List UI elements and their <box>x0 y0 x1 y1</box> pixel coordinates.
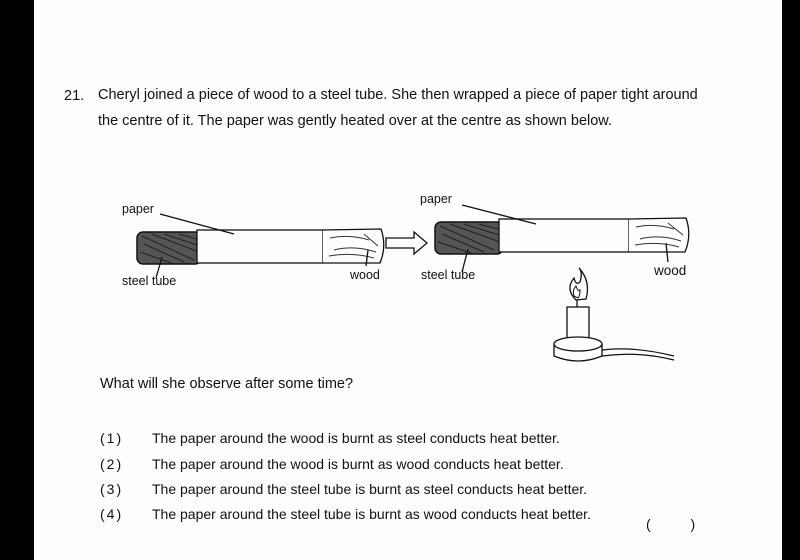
answer-bracket[interactable]: ( ) <box>646 516 714 532</box>
option-text: The paper around the steel tube is burnt… <box>152 506 591 522</box>
label-paper-right: paper <box>420 192 452 206</box>
worksheet-page: 21. Cheryl joined a piece of wood to a s… <box>34 0 782 560</box>
arrow-icon <box>385 230 429 256</box>
wood-left <box>322 228 385 264</box>
label-steel-tube-left: steel tube <box>122 274 177 288</box>
option-1: (1) The paper around the wood is burnt as… <box>100 430 560 446</box>
option-number: (2) <box>100 456 124 472</box>
option-number: (4) <box>100 506 124 522</box>
option-2: (2) The paper around the wood is burnt as… <box>100 456 564 472</box>
option-4: (4) The paper around the steel tube is bu… <box>100 506 591 522</box>
option-number: (1) <box>100 430 124 446</box>
experiment-diagram <box>136 204 690 362</box>
label-paper-left: paper <box>122 202 154 216</box>
label-steel-tube-right: steel tube <box>421 268 476 282</box>
candle-icon <box>553 267 675 362</box>
wood-right <box>628 217 690 253</box>
paper-wrap-right <box>498 218 630 253</box>
rod-right <box>434 217 690 255</box>
option-3: (3) The paper around the steel tube is bu… <box>100 481 587 497</box>
option-text: The paper around the wood is burnt as wo… <box>152 456 564 472</box>
question-prompt: What will she observe after some time? <box>100 376 354 392</box>
question-number: 21. <box>64 88 85 104</box>
option-text: The paper around the steel tube is burnt… <box>152 481 588 497</box>
option-text: The paper around the wood is burnt as st… <box>152 430 560 446</box>
label-wood-right: wood <box>654 263 687 278</box>
label-wood-left: wood <box>350 268 380 282</box>
rod-left <box>136 228 385 265</box>
question-text: Cheryl joined a piece of wood to a steel… <box>98 87 698 129</box>
option-number: (3) <box>100 481 124 497</box>
paper-wrap-left <box>196 229 324 264</box>
